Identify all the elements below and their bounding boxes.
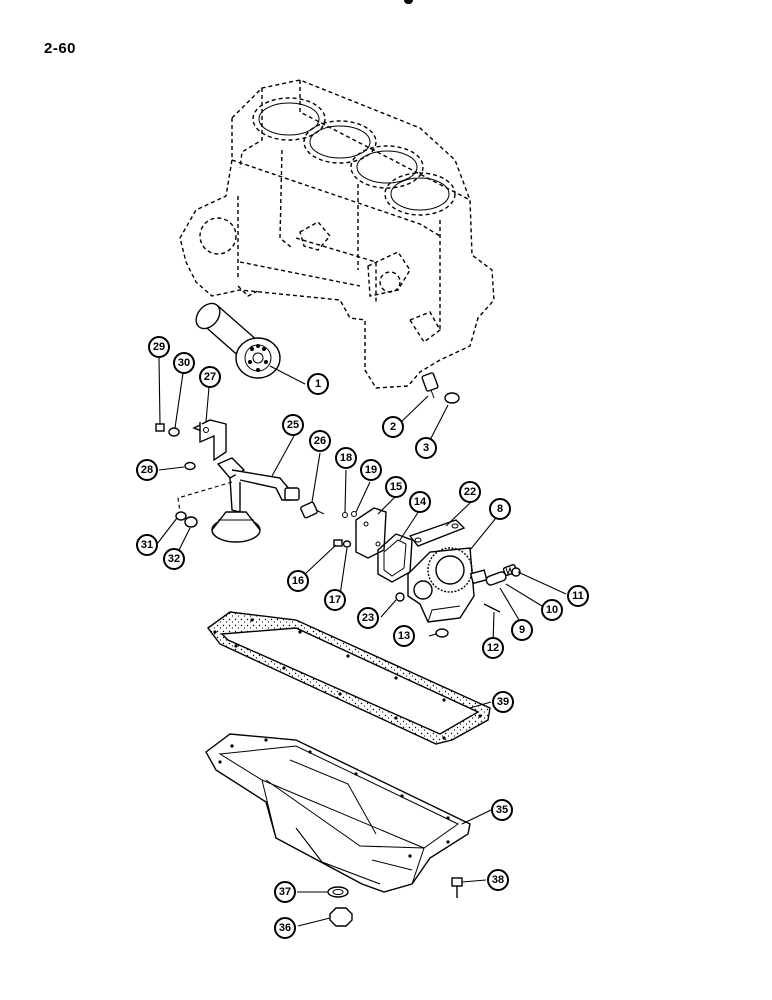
svg-text:2: 2 — [390, 421, 396, 433]
svg-text:38: 38 — [492, 874, 504, 886]
oil-pan — [205, 733, 471, 893]
callout-12: 12 — [482, 637, 504, 659]
svg-text:19: 19 — [365, 464, 377, 476]
svg-text:25: 25 — [287, 419, 299, 431]
callout-27: 27 — [199, 366, 221, 388]
callout-15: 15 — [385, 476, 407, 498]
callout-26: 26 — [309, 430, 331, 452]
svg-text:29: 29 — [153, 341, 165, 353]
callout-29: 29 — [148, 336, 170, 358]
callout-25: 25 — [282, 414, 304, 436]
callout-10: 10 — [541, 599, 563, 621]
oil-pan-gasket — [207, 611, 491, 745]
leader-lines — [156, 357, 567, 927]
callout-30: 30 — [173, 352, 195, 374]
bolt-and-washer — [421, 372, 460, 404]
svg-text:39: 39 — [497, 696, 509, 708]
callout-28: 28 — [136, 459, 158, 481]
callout-31: 31 — [136, 534, 158, 556]
svg-text:36: 36 — [279, 922, 291, 934]
callout-19: 19 — [360, 459, 382, 481]
svg-text:28: 28 — [141, 464, 153, 476]
svg-text:11: 11 — [572, 590, 584, 602]
callout-9: 9 — [511, 619, 533, 641]
callout-35: 35 — [491, 799, 513, 821]
callout-22: 22 — [459, 481, 481, 503]
relief-valve-parts — [395, 564, 521, 638]
drain-plug-parts — [327, 877, 463, 927]
callout-32: 32 — [163, 548, 185, 570]
svg-text:15: 15 — [390, 481, 402, 493]
callout-balloons: 1 2 3 8 9 10 11 12 13 14 15 16 17 18 19 … — [136, 336, 589, 939]
svg-text:12: 12 — [487, 642, 499, 654]
oil-filter — [195, 302, 281, 379]
nuts — [175, 511, 198, 528]
svg-text:3: 3 — [423, 442, 429, 454]
svg-text:35: 35 — [496, 804, 508, 816]
callout-38: 38 — [487, 869, 509, 891]
pipe-fitting — [300, 501, 325, 519]
svg-text:9: 9 — [519, 624, 525, 636]
svg-text:8: 8 — [497, 503, 503, 515]
svg-text:16: 16 — [292, 575, 304, 587]
svg-text:27: 27 — [204, 371, 216, 383]
pump-cover-plate — [355, 507, 387, 559]
svg-text:32: 32 — [168, 553, 180, 565]
callout-37: 37 — [274, 881, 296, 903]
callout-14: 14 — [409, 491, 431, 513]
callout-17: 17 — [324, 589, 346, 611]
callout-11: 11 — [567, 585, 589, 607]
page-edge-mark — [404, 0, 413, 4]
callout-39: 39 — [492, 691, 514, 713]
pump-plate — [408, 519, 466, 547]
callout-18: 18 — [335, 447, 357, 469]
svg-text:23: 23 — [362, 612, 374, 624]
callout-2: 2 — [382, 416, 404, 438]
svg-text:37: 37 — [279, 886, 291, 898]
svg-text:17: 17 — [329, 594, 341, 606]
callout-1: 1 — [307, 373, 329, 395]
svg-text:1: 1 — [315, 378, 321, 390]
callout-36: 36 — [274, 917, 296, 939]
svg-text:26: 26 — [314, 435, 326, 447]
bracket — [155, 419, 227, 471]
cylinder-bores — [252, 97, 456, 216]
svg-text:14: 14 — [414, 496, 427, 508]
svg-text:22: 22 — [464, 486, 476, 498]
svg-text:30: 30 — [178, 357, 190, 369]
svg-text:10: 10 — [546, 604, 558, 616]
svg-text:13: 13 — [398, 630, 410, 642]
callout-23: 23 — [357, 607, 379, 629]
engine-block-phantom — [179, 79, 495, 389]
callout-13: 13 — [393, 625, 415, 647]
svg-text:18: 18 — [340, 452, 352, 464]
callout-3: 3 — [415, 437, 437, 459]
callout-16: 16 — [287, 570, 309, 592]
page-number: 2-60 — [44, 40, 77, 57]
fasteners-small — [333, 511, 357, 548]
oil-suction-pipe — [211, 457, 300, 543]
svg-text:31: 31 — [141, 539, 153, 551]
oil-pump — [407, 547, 488, 623]
callout-8: 8 — [489, 498, 511, 520]
